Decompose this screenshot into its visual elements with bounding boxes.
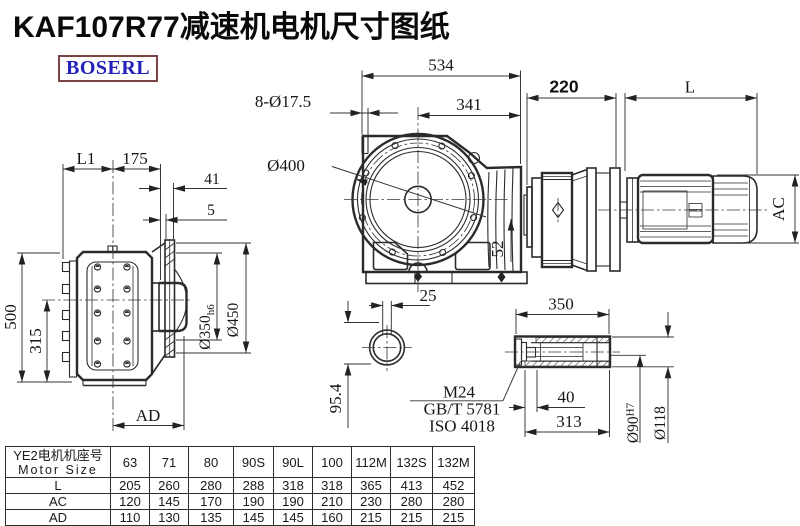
fan-cowl [712,175,758,244]
shaft-end-view: 25 95.4 M24 GB/T 5781 ISO 4018 [326,286,521,436]
cell-l-63: 205 [110,477,150,494]
dim-315-label: 315 [26,328,45,354]
dim-25-label: 25 [420,286,437,305]
cell-ad-90s: 145 [233,509,274,526]
cell-ad-63: 110 [110,509,150,526]
cell-ac-80: 170 [188,493,234,510]
col-132s: 132S [390,446,433,478]
table-row-ad: AD 110 130 135 145 145 160 215 215 215 [5,509,475,526]
foot-window-left [372,241,409,271]
cover-bolts [93,263,131,368]
page-title: KAF107R77减速机电机尺寸图纸 [13,11,450,44]
col-90s: 90S [233,446,274,478]
cell-ad-132s: 215 [390,509,433,526]
cell-ac-63: 120 [110,493,150,510]
foot-window-right [454,241,491,271]
cell-ac-100: 210 [312,493,352,510]
logo-badge: BOSERL [58,55,159,82]
dim-52-label: 52 [488,241,507,258]
cell-ad-112m: 215 [351,509,391,526]
dim-118-label: Ø118 [652,406,669,440]
col-71: 71 [149,446,189,478]
adapter-housing [540,171,574,269]
cell-ac-90s: 190 [233,493,274,510]
cell-l-132m: 452 [432,477,475,494]
dim-450-label: Ø450 [225,303,242,338]
dim-341-label: 341 [456,95,482,114]
cell-l-90s: 288 [233,477,274,494]
table-header-en: Motor Size [18,462,98,477]
shaft-section-view: 350 40 313 Ø90H7 Ø118 [505,295,674,443]
dim-90-label: Ø90H7 [625,402,643,443]
col-112m: 112M [351,446,391,478]
cell-l-90l: 318 [273,477,313,494]
cell-l-132s: 413 [390,477,433,494]
note-std2-label: ISO 4018 [429,417,495,436]
col-90l: 90L [273,446,313,478]
cell-ad-71: 130 [149,509,189,526]
cell-ac-132m: 280 [432,493,475,510]
flange-bolt-holes [358,142,478,257]
gearbox-body-outline [75,250,154,382]
dim-175-label: 175 [122,149,148,168]
dim-41-label: 41 [204,171,220,188]
dim-l-label: L [685,78,695,97]
front-view: 534 341 8-Ø17.5 Ø400 52 [255,56,528,293]
cell-ad-80: 135 [188,509,234,526]
dim-ad-label: AD [136,406,161,425]
output-hub [159,281,188,333]
dim-5-label: 5 [207,202,215,219]
side-view: L1 175 41 5 500 315 Ø350h6 Ø450 AD [1,149,251,431]
note-thread-label: M24 [443,383,476,402]
table-header-cn: YE2电机机座号 [13,447,103,463]
cell-ac-90l: 190 [273,493,313,510]
cell-ac-71: 145 [149,493,189,510]
dim-95-4-label: 95.4 [326,383,345,413]
cell-ac-132s: 280 [390,493,433,510]
logo-text: BOSERL [66,57,151,79]
cell-ad-90l: 145 [273,509,313,526]
col-80: 80 [188,446,234,478]
dim-220-label: 220 [549,77,578,97]
table-row-ac: AC 120 145 170 190 190 210 230 280 280 [5,493,475,510]
cell-l-71: 260 [149,477,189,494]
cell-l-100: 318 [312,477,352,494]
housing-outline [361,134,523,274]
dim-534-label: 534 [428,56,454,75]
col-100: 100 [312,446,352,478]
note-std1-label: GB/T 5781 [424,400,501,419]
dim-ac-label: AC [769,197,788,221]
table-row-l: L 205 260 280 288 318 318 365 413 452 [5,477,475,494]
motor-view: 220 L AC [523,77,799,272]
dim-500-label: 500 [1,304,20,330]
dim-bolt-holes-label: 8-Ø17.5 [255,92,311,111]
col-63: 63 [110,446,150,478]
cell-l-112m: 365 [351,477,391,494]
dim-l1-label: L1 [77,149,96,168]
cell-l-80: 280 [188,477,234,494]
cell-ad-100: 160 [312,509,352,526]
dim-40-label: 40 [558,388,575,407]
cell-ad-132m: 215 [432,509,475,526]
dim-350-label: Ø350h6 [197,304,217,350]
cell-ac-112m: 230 [351,493,391,510]
dim-350s-label: 350 [548,295,574,314]
row-label-ac: AC [5,493,111,510]
row-label-l: L [5,477,111,494]
dim-313-label: 313 [556,412,582,431]
row-label-ad: AD [5,509,111,526]
col-132m: 132M [432,446,475,478]
dim-400-label: Ø400 [267,156,305,175]
